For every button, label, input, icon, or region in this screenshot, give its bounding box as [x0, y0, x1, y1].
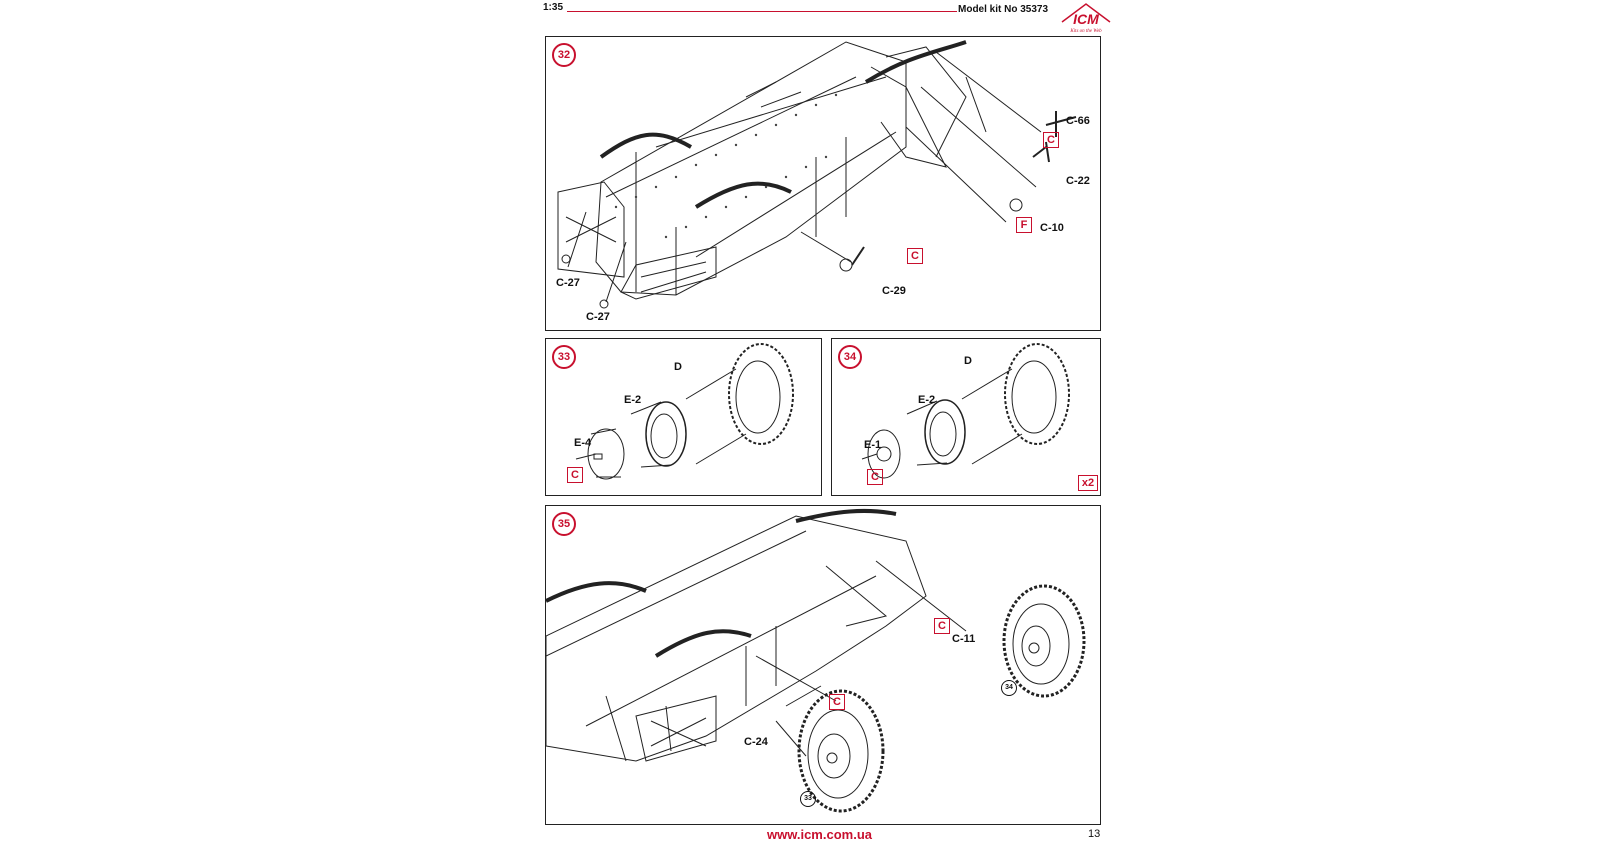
part-c24-label: C-24	[744, 736, 768, 748]
step-34-panel: 34 D E-2 E-1 C x2	[831, 338, 1101, 496]
part-e2-label-2: E-2	[918, 394, 936, 406]
quantity-badge: x2	[1078, 475, 1098, 491]
part-c11-label: C-11	[952, 633, 976, 645]
website-url[interactable]: www.icm.com.ua	[767, 827, 872, 842]
part-d-label-2: D	[964, 355, 972, 367]
part-c27-label: C-27	[556, 277, 580, 289]
sprue-c-marker-5: C	[934, 618, 950, 634]
sprue-c-marker-6: C	[829, 694, 845, 710]
sprue-c-marker-4: C	[867, 469, 883, 485]
page-number: 13	[1088, 828, 1101, 840]
part-c22-label: C-22	[1066, 175, 1090, 187]
kit-number: Model kit No 35373	[958, 4, 1049, 15]
part-c29-label: C-29	[882, 285, 906, 297]
wheel-assembly-drawing	[575, 343, 794, 480]
sprue-c-marker-2: C	[907, 248, 923, 264]
chassis-drawing	[557, 40, 1077, 309]
final-assembly-drawing	[546, 508, 1086, 813]
part-c66-label: C-66	[1066, 115, 1090, 127]
part-d-label: D	[674, 361, 682, 373]
header-rule	[567, 11, 957, 12]
step-35-badge: 35	[552, 512, 576, 536]
sprue-c-marker-3: C	[567, 467, 583, 483]
part-c10-label: C-10	[1040, 222, 1064, 234]
step-33-panel: 33 D E-2 E-4 C	[545, 338, 822, 496]
part-c27-label-2: C-27	[586, 311, 610, 323]
scale-label: 1:35	[543, 2, 564, 13]
ref-step-33: 33	[800, 791, 816, 807]
step-35-panel: 35 C C-11 34 C C-24 33	[545, 505, 1101, 825]
logo-text: ICM	[1073, 11, 1099, 27]
logo-tagline: Kits on the Web	[1069, 29, 1102, 34]
part-e2-label: E-2	[624, 394, 642, 406]
step-32-panel: 32 C-66 C C-22 F C-10 C C-29 C-27 C-27	[545, 36, 1101, 331]
step-34-badge: 34	[838, 345, 862, 369]
sprue-f-marker: F	[1016, 217, 1032, 233]
wheel-assembly-drawing-2	[861, 343, 1070, 479]
step-33-badge: 33	[552, 345, 576, 369]
icm-logo: ICM Kits on the Web	[1056, 0, 1116, 34]
step-32-badge: 32	[552, 43, 576, 67]
part-e4-label: E-4	[574, 437, 592, 449]
sprue-c-marker: C	[1043, 132, 1059, 148]
ref-step-34: 34	[1001, 680, 1017, 696]
part-e1-label: E-1	[864, 439, 882, 451]
